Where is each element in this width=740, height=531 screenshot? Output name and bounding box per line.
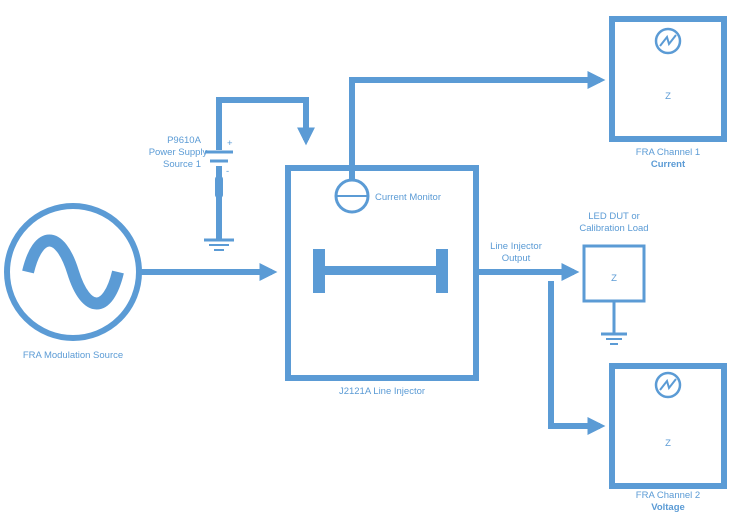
current-monitor-label: Current Monitor xyxy=(375,192,441,203)
channel2-symbol: Z xyxy=(665,438,671,449)
power-supply-label-2: Power Supply xyxy=(149,147,208,158)
channel2-type: Voltage xyxy=(651,502,685,513)
channel1-name: FRA Channel 1 xyxy=(636,147,700,158)
meter-icon xyxy=(654,27,682,55)
channel1 xyxy=(609,16,727,142)
channel1-box xyxy=(609,16,727,142)
power-supply-label-1: P9610A xyxy=(167,135,201,146)
plus-sign: + xyxy=(227,138,233,149)
power-supply-wire xyxy=(216,97,315,240)
channel1-symbol: Z xyxy=(665,91,671,102)
load-symbol: Z xyxy=(611,273,617,284)
injector-output-label-2: Output xyxy=(502,253,531,264)
sine-wave-icon xyxy=(22,234,124,310)
power-supply-resistor xyxy=(215,176,223,198)
channel1-type: Current xyxy=(651,159,686,170)
channel2-box xyxy=(609,363,727,489)
line-injector xyxy=(285,165,479,381)
line-injector-label: J2121A Line Injector xyxy=(339,386,425,397)
modulation-source xyxy=(4,203,142,341)
channel2-name: FRA Channel 2 xyxy=(636,490,700,501)
current-wire xyxy=(349,71,606,180)
injector-core xyxy=(325,266,436,275)
injector-left-cap xyxy=(313,249,325,293)
injector-output-label-1: Line Injector xyxy=(490,241,542,252)
load-label-1: LED DUT or xyxy=(588,211,640,222)
power-supply xyxy=(202,97,315,251)
channel2 xyxy=(609,363,727,489)
power-supply-label-3: Source 1 xyxy=(163,159,201,170)
meter-icon xyxy=(654,371,682,399)
modulation-source-label: FRA Modulation Source xyxy=(23,350,123,361)
voltage-wire xyxy=(548,281,606,435)
load xyxy=(582,244,646,345)
injector-right-cap xyxy=(436,249,448,293)
load-label-2: Calibration Load xyxy=(579,223,648,234)
line-injector-box xyxy=(285,165,479,381)
minus-sign: - xyxy=(226,166,229,177)
current-monitor-icon xyxy=(334,178,370,214)
